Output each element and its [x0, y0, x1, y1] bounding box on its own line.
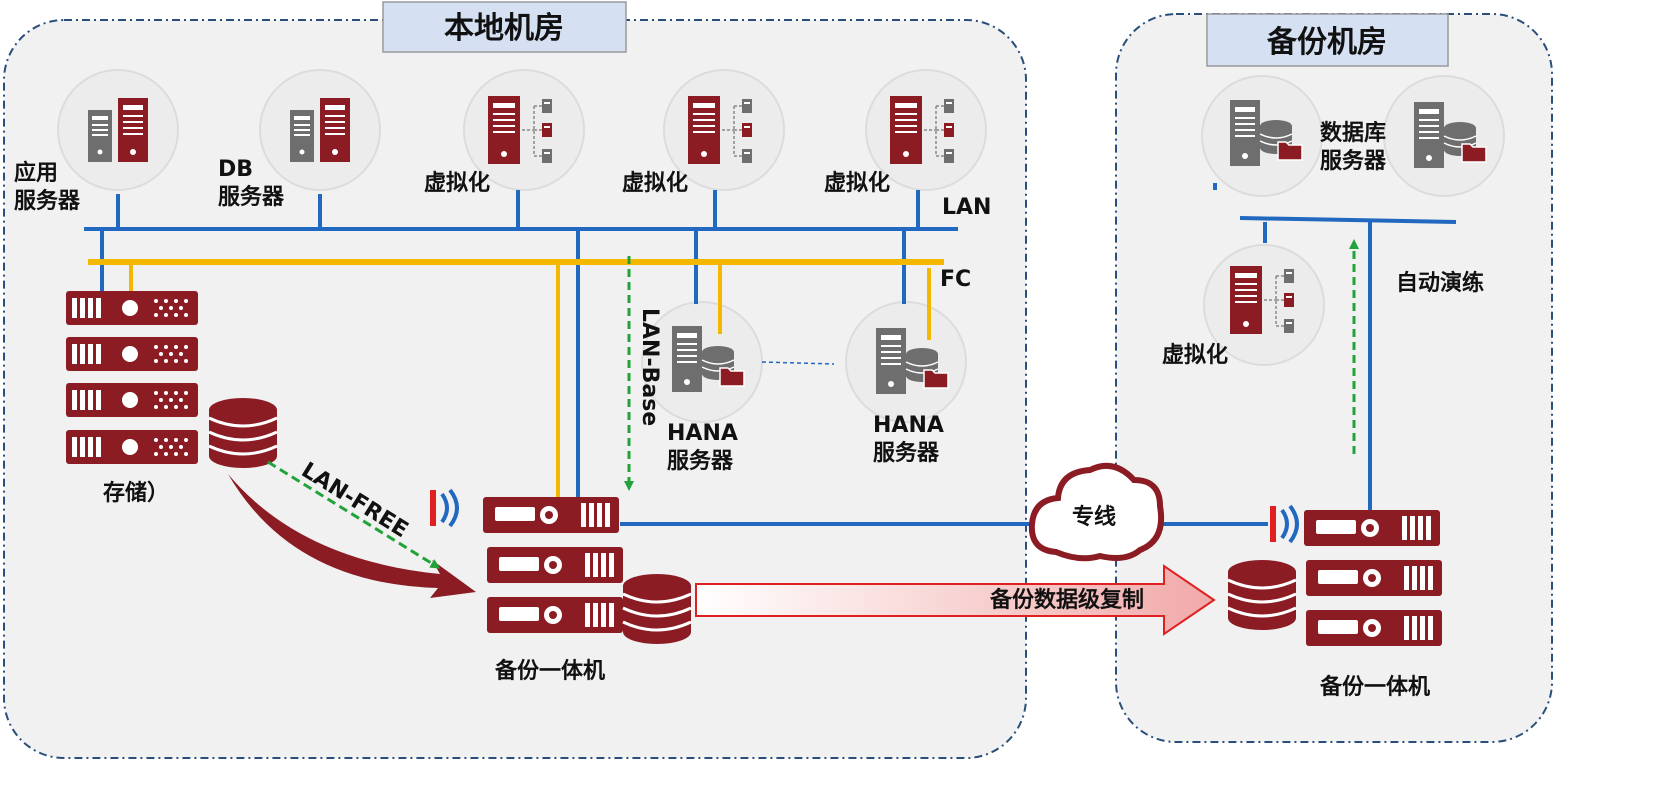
local-room-title: 本地机房	[444, 11, 564, 46]
backup-virt-label: 虚拟化	[1162, 342, 1228, 368]
remote-backup-label: 备份一体机	[1319, 674, 1430, 700]
lan-base-label: LAN-Base	[637, 308, 662, 426]
virtualization-server-icon	[487, 95, 553, 165]
local-backup-label: 备份一体机	[494, 658, 605, 684]
virt-label-1: 虚拟化	[424, 170, 490, 196]
app-server-label: 应用服务器	[14, 160, 81, 214]
virt-label-3: 虚拟化	[824, 170, 890, 196]
replication-label: 备份数据级复制	[989, 587, 1144, 613]
storage-label: 存储）	[103, 480, 169, 506]
fc-label: FC	[940, 267, 971, 292]
storage-database-icon	[207, 396, 279, 470]
lan-label: LAN	[942, 195, 991, 220]
fc-drops	[129, 262, 931, 497]
backup-room-title: 备份机房	[1267, 25, 1387, 60]
auto-drill-label: 自动演练	[1396, 270, 1484, 296]
backup-room-title-box	[1206, 13, 1449, 67]
replication-arrow	[695, 564, 1216, 636]
hana-cluster-link	[761, 361, 835, 365]
lan-free-dashed-arrow	[267, 460, 441, 569]
lan-network	[84, 183, 1457, 526]
virt-label-2: 虚拟化	[622, 170, 688, 196]
cloud-icon	[1028, 462, 1164, 562]
virtualization-server-icon	[687, 95, 753, 165]
local-backup-appliance	[483, 497, 623, 633]
lan-free-flow-arrow	[228, 474, 476, 598]
local-room-title-box	[382, 1, 627, 53]
remote-backup-appliance	[1304, 510, 1442, 646]
backup-db-server-label: 数据库服务器	[1320, 120, 1387, 174]
backup-virtualization-icon	[1229, 265, 1295, 335]
virtualization-server-icon	[889, 95, 955, 165]
local-backup-database-icon	[621, 572, 693, 646]
cloud-label: 专线	[1072, 504, 1116, 530]
remote-backup-database-icon	[1226, 558, 1298, 632]
